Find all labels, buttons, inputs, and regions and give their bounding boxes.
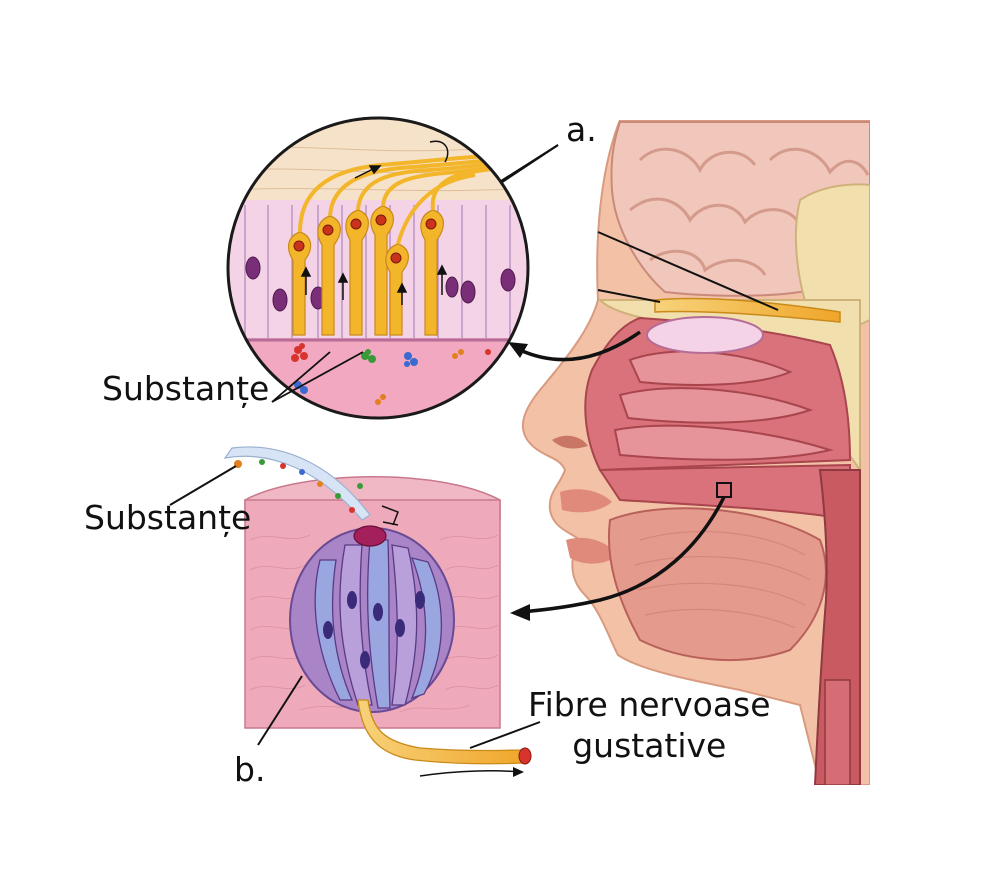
olfactory-receptor-neurons (287, 205, 444, 336)
olfactory-epithelium-magnified (226, 116, 530, 420)
magnifier-border (226, 116, 530, 420)
label-fibre-nervoase-gustative: Fibre nervoase gustative (528, 684, 771, 767)
label-b-leader (257, 675, 303, 746)
label-fibre-line2: gustative (572, 726, 727, 766)
substante-bottom-leader (169, 465, 237, 506)
label-substante-taste: Substanțe (84, 498, 252, 537)
neuron-nuclei (293, 214, 437, 264)
signal-arrow-bottom (419, 767, 524, 777)
label-b: b. (234, 750, 266, 789)
esophagus (824, 679, 851, 785)
pore-marker (381, 505, 399, 526)
lower-lip (566, 537, 618, 564)
gustatory-cell-nuclei (323, 591, 425, 669)
fibre-leader (469, 721, 541, 749)
nerve-bundle-end (518, 747, 532, 765)
olfactory-epithelium-patch (646, 316, 764, 354)
olfactory-axons (298, 154, 503, 245)
upper-lip (560, 489, 612, 513)
head-sagittal-section (521, 120, 870, 785)
taste-bud-magnified (223, 446, 532, 777)
signal-direction-arrows (300, 165, 448, 305)
lamina-propria (228, 118, 528, 200)
tongue-muscle-lines (634, 530, 811, 629)
odorant-molecules (291, 343, 491, 405)
label-fibre-line1: Fibre nervoase (528, 685, 771, 724)
nostril (552, 435, 588, 449)
taste-pore (353, 525, 387, 547)
nasal-conchae (613, 350, 834, 461)
label-substante-olfactory: Substanțe (102, 369, 270, 408)
arrow-tongue-to-block (510, 496, 726, 621)
nerve-bundle-marker (429, 140, 449, 163)
taste-molecules (234, 459, 363, 513)
substante-top-leaders (271, 351, 364, 403)
olfactory-tract (654, 297, 841, 323)
brain-gyri (629, 147, 870, 276)
label-a: a. (566, 110, 597, 149)
arrow-nose-to-circle (508, 330, 642, 362)
saliva-flow (223, 446, 371, 521)
